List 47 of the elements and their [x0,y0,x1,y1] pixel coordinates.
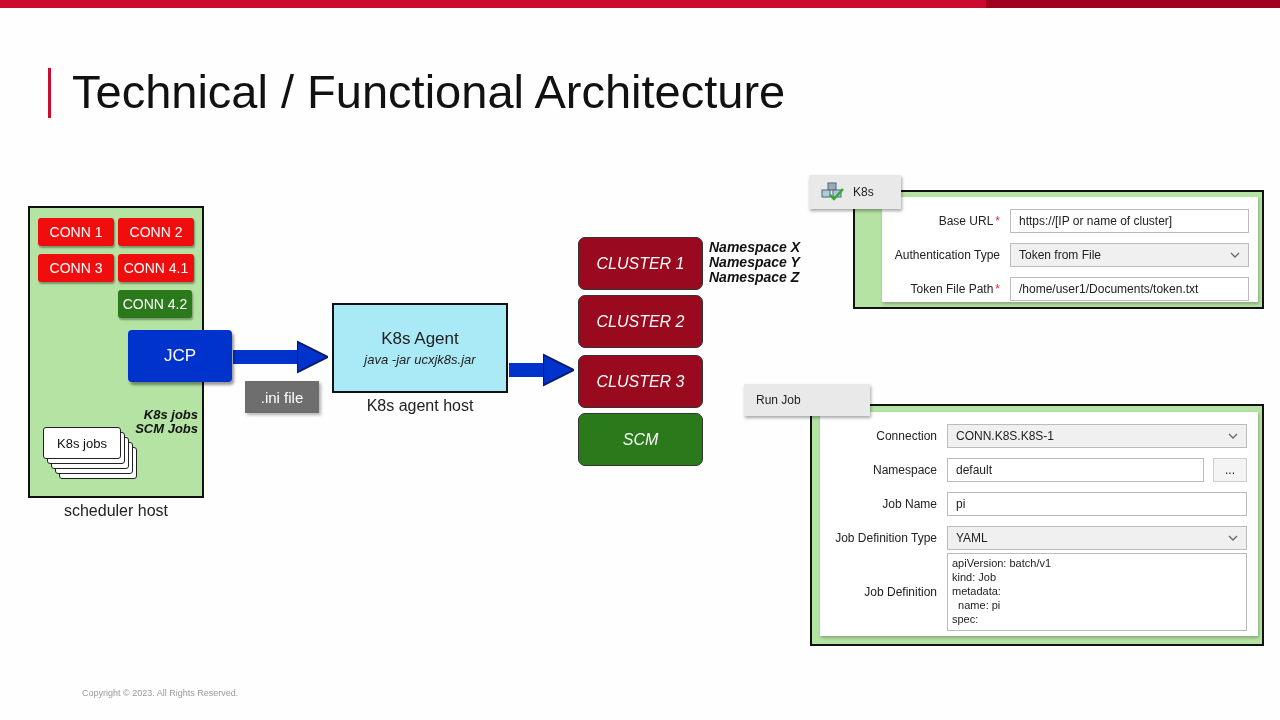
connection-box: CONN 4.1 [118,254,194,282]
code-line: spec: [952,612,980,626]
namespace-label: Namespace X [709,240,801,255]
namespace-label: Namespace Z [709,270,801,285]
field-label: Namespace [872,463,937,477]
block-arrow [509,353,575,387]
input-field: /home/user1/Documents/token.txt [1010,277,1249,301]
code-line: kind: Job [952,570,998,584]
input-field: default [947,458,1204,482]
field-label: Token File Path [910,282,994,296]
host-label: scheduler host [62,502,170,520]
field-label: Connection [876,429,937,443]
required-mark: * [995,214,1000,228]
connection-box: CONN 1 [38,218,114,246]
field-label: Job Definition [864,585,937,599]
namespace-label: Namespace Y [709,255,801,270]
dropdown-field: CONN.K8S.K8S-1 [947,424,1247,448]
tab: K8s [809,175,901,209]
field-label: Job Name [882,497,937,511]
code-line: name: pi [957,598,1002,612]
code-line: metadata: [952,584,1002,598]
field-label: Base URL [938,214,994,228]
agent-title: K8s Agent [381,329,459,349]
connection-box: CONN 2 [118,218,194,246]
browse-button: ... [1213,458,1247,482]
cluster-box: CLUSTER 3 [578,355,703,408]
process-box: JCP [128,330,232,382]
file-tag: .ini file [245,381,319,413]
dropdown-field: Token from File [1010,243,1249,267]
tab: Run Job [744,384,870,416]
cluster-box: SCM [578,413,703,466]
input-field: pi [947,492,1247,516]
connection-box: CONN 4.2 [118,290,192,318]
field-label: Authentication Type [894,248,1000,262]
title: Technical / Functional Architecture [72,64,786,119]
settings-panel [810,404,1264,646]
command-text: java -jar ucxjk8s.jar [364,352,476,367]
input-field: https://[IP or name of cluster] [1010,209,1249,233]
cluster-box: CLUSTER 2 [578,295,703,348]
host-label: K8s agent host [365,397,475,415]
field-label: Job Definition Type [835,531,937,545]
dropdown-field: YAML [947,526,1247,550]
copyright-text: Copyright © 2023. All Rights Reserved. [82,688,239,698]
block-arrow [233,340,329,374]
required-mark: * [995,282,1000,296]
code-line: apiVersion: batch/v1 [952,556,1053,570]
connection-box: CONN 3 [38,254,114,282]
